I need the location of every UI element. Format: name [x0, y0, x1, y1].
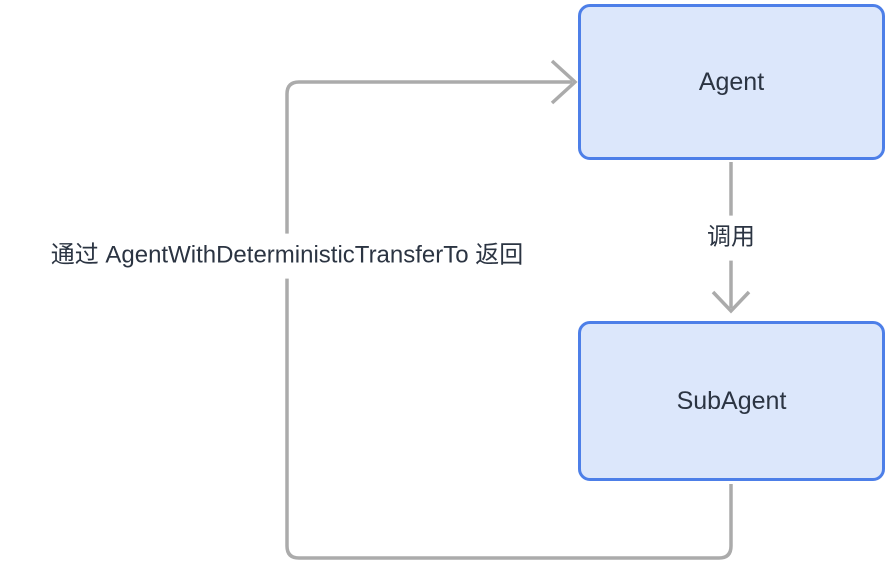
edge-label-call: 调用 — [703, 215, 759, 261]
node-subagent: SubAgent — [578, 321, 885, 481]
arrowhead-right-icon — [550, 59, 578, 105]
node-agent: Agent — [578, 4, 885, 160]
arrowhead-down-icon — [711, 290, 751, 314]
edge-label-return: 通过 AgentWithDeterministicTransferTo 返回 — [46, 233, 528, 279]
node-subagent-label: SubAgent — [676, 386, 787, 415]
node-agent-label: Agent — [698, 67, 765, 96]
edge-return-line — [285, 80, 733, 560]
